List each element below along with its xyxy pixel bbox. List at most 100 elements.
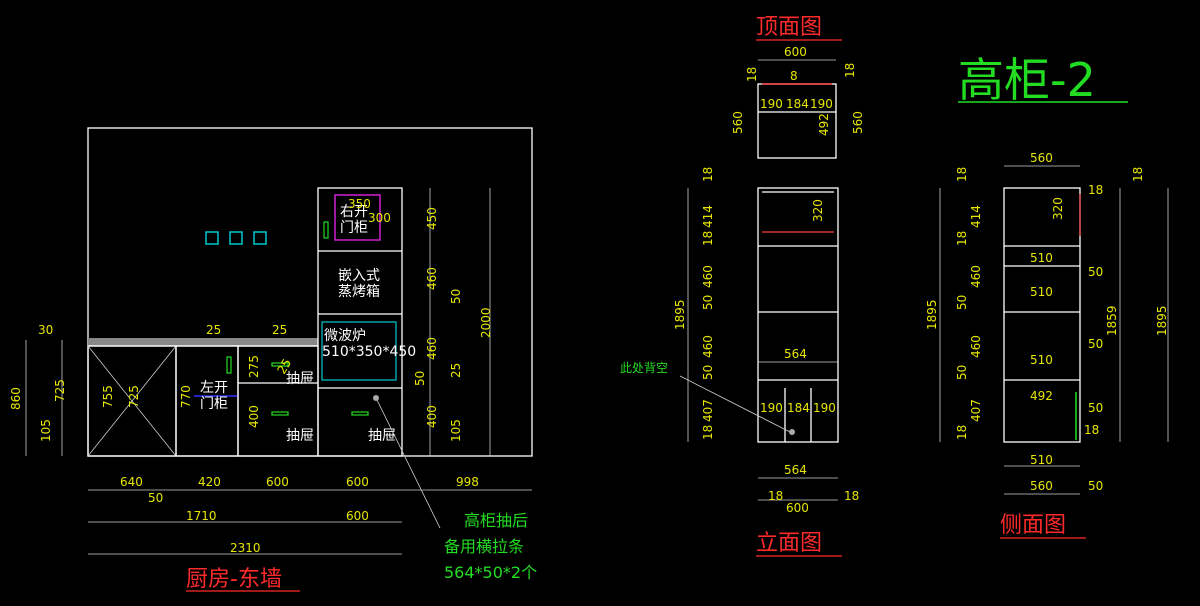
label-microwave: 微波炉 [324, 328, 366, 344]
dim: 50 [1088, 265, 1103, 279]
dim: 510 [1030, 453, 1053, 467]
tall-cabinet [317, 187, 403, 457]
dim: 18 [701, 231, 715, 246]
dim: 50 [1088, 401, 1103, 415]
dim: 50 [701, 295, 715, 310]
dim: 320 [1051, 197, 1065, 220]
dim: 510 [1030, 285, 1053, 299]
dim: 50 [1088, 479, 1103, 493]
dim: 460 [425, 267, 439, 290]
side-view: 560 320 510 510 510 492 18 414 18 460 50… [925, 151, 1169, 539]
dim: 18 [768, 489, 783, 503]
dim: 600 [266, 475, 289, 489]
dim: 420 [198, 475, 221, 489]
wall-outline [87, 127, 533, 457]
dim: 50 [148, 491, 163, 505]
dim: 50 [955, 295, 969, 310]
dim: 105 [39, 419, 53, 442]
dim: 600 [784, 45, 807, 59]
dim: 414 [701, 205, 715, 228]
dim: 600 [786, 501, 809, 515]
dim: 275 [247, 355, 261, 378]
dim: 510 [1030, 251, 1053, 265]
top-view: 顶面图 600 18 8 18 190 184 190 560 492 560 [731, 15, 865, 159]
front-note: 此处背空 [620, 361, 668, 375]
dim: 1895 [925, 299, 939, 330]
note-line: 高柜抽后 [464, 511, 528, 530]
dim: 600 [346, 475, 369, 489]
label-drawer: 抽屉 [368, 428, 396, 444]
dim: 560 [1030, 151, 1053, 165]
label-right-door: 右开门柜 [340, 204, 368, 236]
dim: 510 [1030, 353, 1053, 367]
dim: 2310 [230, 541, 261, 555]
dim: 190 [760, 97, 783, 111]
dim: 460 [969, 265, 983, 288]
label-left-door: 左开门柜 [200, 380, 228, 412]
dim: 725 [127, 385, 141, 408]
dim: 640 [120, 475, 143, 489]
dim: 2000 [479, 307, 493, 338]
socket-icon [253, 231, 267, 245]
dim: 998 [456, 475, 479, 489]
dim: 860 [9, 387, 23, 410]
dim: 18 [1084, 423, 1099, 437]
dim: 18 [701, 167, 715, 182]
dim: 350 [348, 197, 371, 211]
dim: 18 [844, 489, 859, 503]
front-view: 564 320 190 184 190 18 414 18 460 50 460… [620, 167, 859, 557]
dim: 460 [701, 265, 715, 288]
socket-icon [205, 231, 219, 245]
dim: 105 [449, 419, 463, 442]
dim: 770 [179, 385, 193, 408]
dim: 1859 [1105, 305, 1119, 336]
dim: 460 [425, 337, 439, 360]
dim: 560 [1030, 479, 1053, 493]
label-microwave-size: 510*350*450 [322, 344, 416, 360]
dim: 564 [784, 347, 807, 361]
dim: 492 [1030, 389, 1053, 403]
label-drawer: 抽屉 [286, 371, 314, 387]
dim: 1710 [186, 509, 217, 523]
dim: 400 [425, 405, 439, 428]
dim: 190 [810, 97, 833, 111]
wall-elevation: 左开门柜 抽屉 抽屉 抽屉 嵌入式蒸烤箱 微波炉 510*350*450 右开门… [9, 127, 537, 592]
label-drawer: 抽屉 [286, 428, 314, 444]
dim: 50 [1088, 337, 1103, 351]
dim: 18 [955, 425, 969, 440]
dim: 400 [247, 405, 261, 428]
dim: 25 [272, 323, 287, 337]
dim: 18 [843, 63, 857, 78]
caption-side-view: 侧面图 [1000, 513, 1066, 538]
dim: 460 [969, 335, 983, 358]
dim: 18 [701, 425, 715, 440]
dim: 564 [784, 463, 807, 477]
dim: 460 [701, 335, 715, 358]
dim: 50 [701, 365, 715, 380]
dim: 755 [101, 385, 115, 408]
dim: 18 [955, 167, 969, 182]
dim: 300 [368, 211, 391, 225]
dim: 560 [731, 111, 745, 134]
dim: 184 [787, 401, 810, 415]
dim: 30 [38, 323, 53, 337]
dim: 1895 [673, 299, 687, 330]
dim: 414 [969, 205, 983, 228]
dim: 190 [813, 401, 836, 415]
dim: 8 [790, 69, 798, 83]
drawing-title: 高柜-2 [958, 53, 1096, 107]
countertop [88, 338, 318, 346]
dim: 18 [1131, 167, 1145, 182]
dim: 25 [449, 363, 463, 378]
dim: 560 [851, 111, 865, 134]
note-line: 备用横拉条 [444, 537, 524, 556]
caption-front-view: 立面图 [756, 531, 822, 556]
caption-wall: 厨房-东墙 [186, 567, 282, 592]
dim: 492 [817, 113, 831, 136]
dim: 600 [346, 509, 369, 523]
dim: 18 [955, 231, 969, 246]
dim: 725 [53, 379, 67, 402]
dim: 190 [760, 401, 783, 415]
dim: 407 [701, 399, 715, 422]
